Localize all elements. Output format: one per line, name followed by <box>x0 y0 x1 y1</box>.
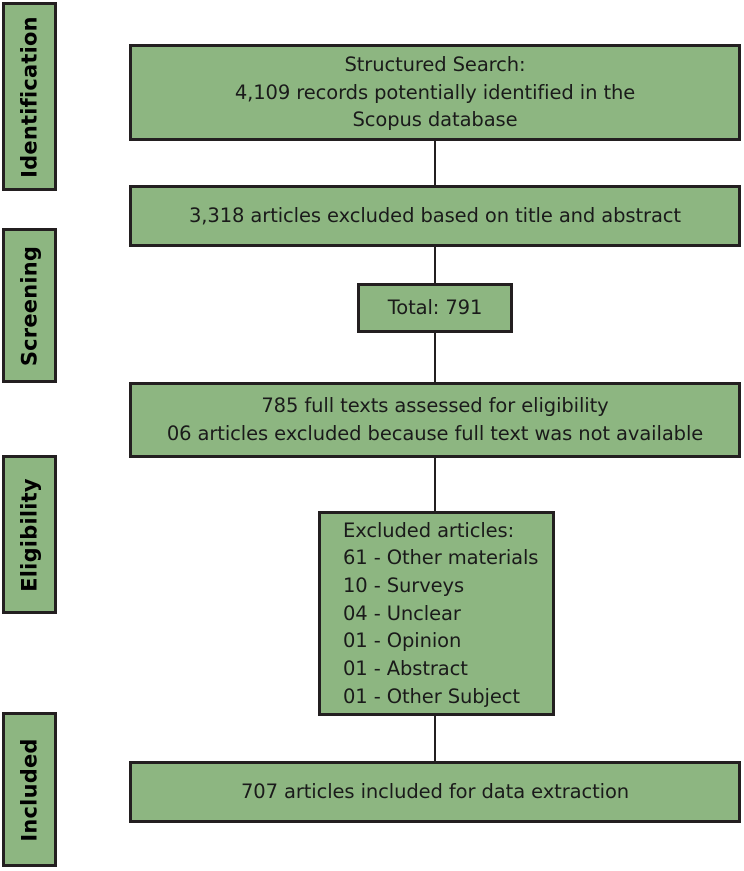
stage-box-eligibility: Eligibility <box>2 455 57 614</box>
flow-box-structured-search: Structured Search: 4,109 records potenti… <box>129 44 741 141</box>
flow-box-excluded-title-abstract-text: 3,318 articles excluded based on title a… <box>189 204 681 228</box>
stage-label-identification: Identification <box>17 15 41 178</box>
connector-fulltexts-to-excludedlist <box>434 456 436 514</box>
connector-total-to-fulltexts <box>434 331 436 384</box>
flow-box-total: Total: 791 <box>357 283 513 333</box>
flow-box-included-for-extraction: 707 articles included for data extractio… <box>129 761 741 823</box>
flow-box-excluded-articles: Excluded articles: 61 - Other materials … <box>318 511 555 716</box>
flow-box-excluded-articles-text: Excluded articles: 61 - Other materials … <box>343 518 539 708</box>
stage-box-identification: Identification <box>2 2 57 191</box>
flow-box-full-texts-assessed: 785 full texts assessed for eligibility … <box>129 382 741 458</box>
flow-box-structured-search-text: Structured Search: 4,109 records potenti… <box>234 52 636 132</box>
stage-box-screening: Screening <box>2 228 57 383</box>
flow-box-full-texts-assessed-text: 785 full texts assessed for eligibility … <box>166 394 704 445</box>
flow-box-included-for-extraction-text: 707 articles included for data extractio… <box>240 780 630 804</box>
connector-search-to-excluded <box>434 139 436 187</box>
stage-label-eligibility: Eligibility <box>17 477 41 592</box>
flow-box-excluded-title-abstract: 3,318 articles excluded based on title a… <box>129 185 741 247</box>
connector-excludedlist-to-included <box>434 713 436 763</box>
flow-box-total-text: Total: 791 <box>387 296 483 320</box>
stage-box-included: Included <box>2 712 57 867</box>
stage-label-included: Included <box>17 737 41 842</box>
stage-label-screening: Screening <box>17 245 41 366</box>
connector-excluded-to-total <box>434 243 436 285</box>
